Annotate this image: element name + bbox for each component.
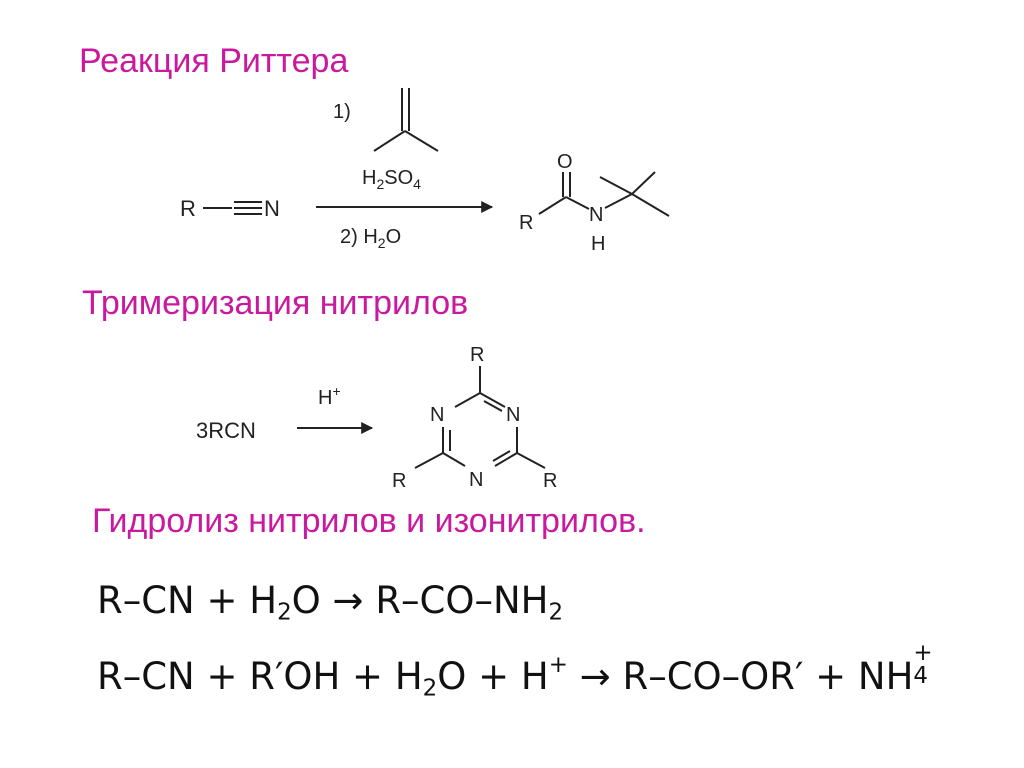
n-c-bond: [604, 193, 633, 209]
amide-bond: [565, 196, 590, 210]
triazine-ring: R N N N R R: [392, 344, 557, 492]
heading-ritter-reaction: Реакция Риттера: [79, 42, 349, 80]
substituent-bond: [516, 452, 546, 469]
trimer-catalyst: H+: [318, 383, 341, 409]
ring-bond: [442, 452, 466, 467]
substituent-bond: [414, 452, 444, 469]
ring-bond: [479, 392, 506, 408]
trimer-reactant: 3RCN: [196, 418, 256, 443]
trimer-scheme: 3RCN H+ R N N N R R: [196, 344, 557, 492]
equation-nitrile-hydrolysis: R–CN + H2O → R–CO–NH2: [97, 579, 564, 626]
reactant-r-label: R: [180, 196, 196, 221]
ring-bond: [494, 452, 518, 467]
ring-bond: [454, 392, 481, 408]
ring-r-left: R: [392, 470, 406, 492]
ring-double-bond: [492, 450, 511, 462]
methyl-bond: [404, 130, 439, 152]
product-h-label: H: [591, 233, 605, 255]
ritter-step1-reagent: 1) H2SO4: [333, 88, 439, 192]
ring-r-right: R: [543, 470, 557, 492]
product-o-label: O: [557, 151, 573, 173]
ring-n-right: N: [506, 404, 520, 426]
equation-pinner-hydrolysis: R–CN + R′OH + H2O + H+ → R–CO–OR′ + NH+4: [97, 639, 933, 702]
product-n-label: N: [589, 204, 603, 226]
ring-n-bottom: N: [469, 469, 483, 491]
bond: [538, 196, 567, 215]
ammonium-indices: +4: [913, 639, 933, 689]
reactant-n-label: N: [264, 196, 280, 221]
step2-label: 2) H2O: [340, 226, 401, 251]
tbutyl-bond: [599, 176, 633, 195]
heading-nitrile-hydrolysis: Гидролиз нитрилов и изонитрилов.: [92, 502, 646, 540]
ring-double-bond: [483, 400, 503, 412]
ritter-reactant-nitrile: R N: [180, 196, 280, 221]
ring-r-top: R: [470, 344, 484, 366]
ritter-product-amide: R O N H: [519, 151, 670, 255]
tbutyl-bond: [631, 193, 670, 217]
heading-nitrile-trimerization: Тримеризация нитрилов: [82, 284, 469, 322]
tbutyl-bond: [631, 171, 656, 195]
reagent-h2so4: H2SO4: [362, 167, 421, 192]
methyl-bond: [373, 130, 406, 152]
ring-n-left: N: [430, 404, 444, 426]
step1-label: 1): [333, 101, 351, 123]
product-r-label: R: [519, 212, 533, 234]
